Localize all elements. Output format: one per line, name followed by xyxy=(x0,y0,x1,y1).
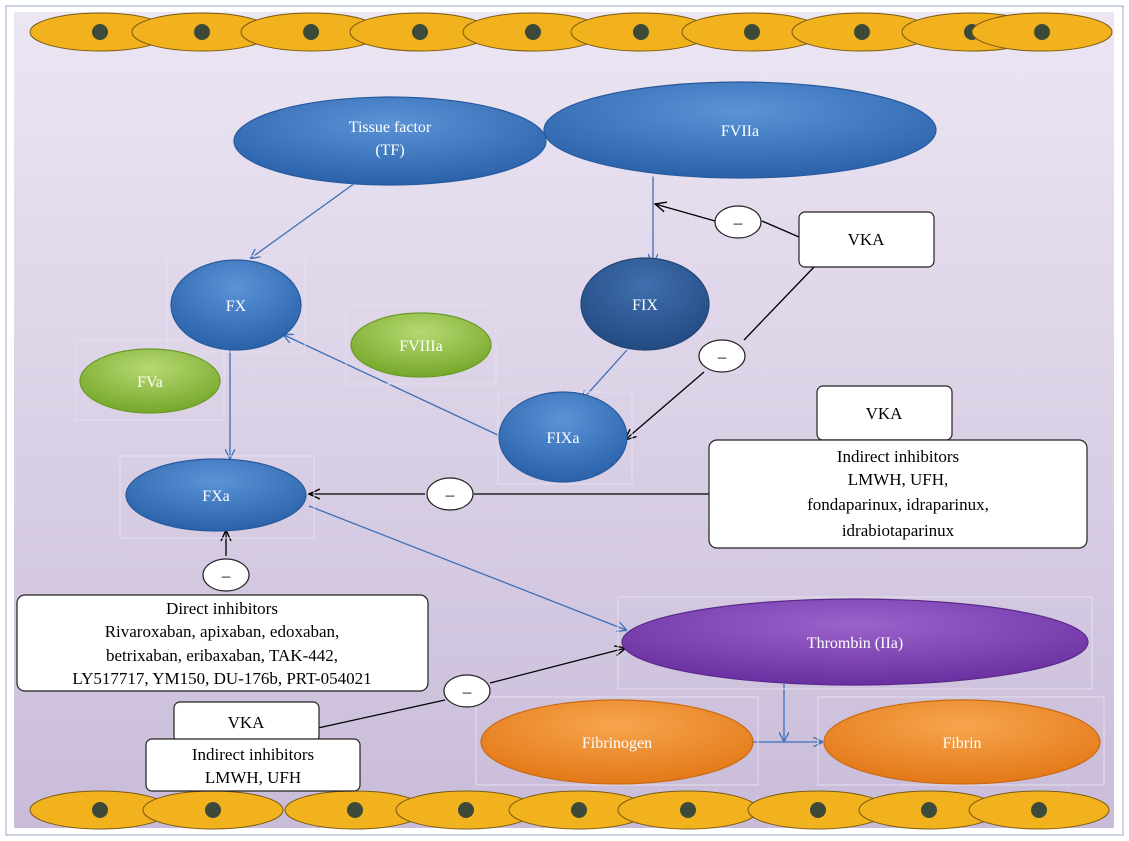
fviiia-label: FVIIIa xyxy=(399,338,443,355)
cell-nucleus xyxy=(347,802,363,818)
activation-arrows xyxy=(230,176,822,742)
inhibition-arrows xyxy=(226,204,816,729)
fix-node: FIX xyxy=(580,257,710,351)
inhibit-circle-fviia: – xyxy=(714,205,762,239)
fixa-label: FIXa xyxy=(547,430,580,447)
fxa-label: FXa xyxy=(202,488,230,505)
cell-nucleus xyxy=(571,802,587,818)
inhibit-circle-thrombin: – xyxy=(443,674,491,708)
cell-nucleus xyxy=(194,24,210,40)
fviiia-node: FVIIIa xyxy=(350,312,492,378)
fviia-node: FVIIa xyxy=(543,81,937,179)
direct-line-2: Rivaroxaban, apixaban, edoxaban, xyxy=(105,622,340,641)
fibrinogen-label: Fibrinogen xyxy=(582,735,652,752)
tissue-factor-node: Tissue factor (TF) xyxy=(233,96,547,186)
cell-nucleus xyxy=(92,802,108,818)
direct-line-3: betrixaban, eribaxaban, TAK-442, xyxy=(106,646,338,665)
arrow-tf-to-fx xyxy=(251,177,363,258)
indirect-inhibitors-box-right: Indirect inhibitors LMWH, UFH, fondapari… xyxy=(708,439,1088,549)
fibrin-label: Fibrin xyxy=(942,735,981,752)
inhibit-vka-fixa xyxy=(625,371,705,440)
vka-middle-label: VKA xyxy=(866,404,904,423)
inhibit-vka-fviia xyxy=(655,204,716,222)
thrombin-node: Thrombin (IIa) xyxy=(621,598,1089,686)
tissue-factor-abbrev: (TF) xyxy=(375,142,404,159)
svg-text:–: – xyxy=(717,347,727,366)
svg-text:–: – xyxy=(733,213,743,232)
cell-nucleus xyxy=(92,24,108,40)
direct-inhibitors-box: Direct inhibitors Rivaroxaban, apixaban,… xyxy=(16,594,429,692)
inhibit-bottom-thrombin xyxy=(489,648,626,684)
indirect-bottom-line-2: LMWH, UFH xyxy=(205,768,301,787)
fixa-node: FIXa xyxy=(498,391,628,483)
cell-nucleus xyxy=(303,24,319,40)
svg-text:–: – xyxy=(445,485,455,504)
cell-nucleus xyxy=(810,802,826,818)
fx-node: FX xyxy=(170,259,302,351)
cell-nucleus xyxy=(1031,802,1047,818)
indirect-bottom-line-1: Indirect inhibitors xyxy=(192,745,314,764)
fibrin-node: Fibrin xyxy=(823,699,1101,785)
cell-nucleus xyxy=(744,24,760,40)
cell-nucleus xyxy=(854,24,870,40)
vka-box-middle: VKA xyxy=(816,385,953,441)
arrow-fixa-to-fx xyxy=(284,335,501,437)
fibrinogen-node: Fibrinogen xyxy=(480,699,754,785)
endothelial-cells-bottom xyxy=(29,790,1110,830)
vka-bottom-label: VKA xyxy=(228,713,266,732)
cell-nucleus xyxy=(680,802,696,818)
svg-text:–: – xyxy=(462,682,472,701)
vka-box-bottom: VKA xyxy=(173,701,320,743)
cell-nucleus xyxy=(205,802,221,818)
fva-label: FVa xyxy=(137,374,163,391)
thrombin-label: Thrombin (IIa) xyxy=(807,635,903,652)
cell-nucleus xyxy=(633,24,649,40)
inhibit-circle-fxa-direct: – xyxy=(202,558,250,592)
fxa-node: FXa xyxy=(125,458,307,532)
indirect-right-line-2: LMWH, UFH, xyxy=(848,470,949,489)
indirect-right-line-4: idrabiotaparinux xyxy=(842,521,955,540)
cell-nucleus xyxy=(525,24,541,40)
cell-nucleus xyxy=(458,802,474,818)
vka-top-label: VKA xyxy=(848,230,886,249)
fx-label: FX xyxy=(226,298,247,315)
fix-label: FIX xyxy=(632,297,658,314)
tissue-factor-label: Tissue factor xyxy=(349,119,432,136)
cell-nucleus xyxy=(921,802,937,818)
cell-nucleus xyxy=(412,24,428,40)
indirect-right-line-1: Indirect inhibitors xyxy=(837,447,959,466)
vka-box-top: VKA xyxy=(798,211,935,268)
direct-line-1: Direct inhibitors xyxy=(166,599,278,618)
svg-text:–: – xyxy=(221,566,231,585)
cell-nucleus xyxy=(1034,24,1050,40)
arrow-fxa-to-thrombin xyxy=(308,505,626,630)
fva-node: FVa xyxy=(79,348,221,414)
direct-line-4: LY517717, YM150, DU-176b, PRT-054021 xyxy=(72,669,371,688)
indirect-inhibitors-box-bottom: Indirect inhibitors LMWH, UFH xyxy=(145,738,361,792)
endothelial-cells-top xyxy=(29,12,1113,52)
fviia-label: FVIIa xyxy=(721,123,759,140)
indirect-right-line-3: fondaparinux, idraparinux, xyxy=(807,495,989,514)
inhibit-circle-fxa-right: – xyxy=(426,477,474,511)
inhibit-circle-fixa: – xyxy=(698,339,746,373)
